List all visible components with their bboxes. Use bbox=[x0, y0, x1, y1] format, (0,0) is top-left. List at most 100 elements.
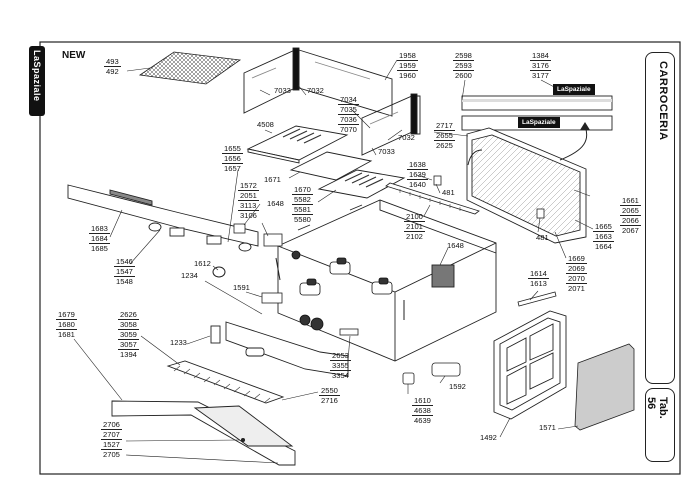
part-number: 1610 bbox=[412, 396, 433, 406]
section-title: CARROCERIA bbox=[657, 61, 669, 141]
part-label-481-bottom: 481 bbox=[534, 233, 551, 242]
part-number: 2067 bbox=[622, 226, 639, 235]
part-number: 1639 bbox=[407, 170, 428, 180]
part-number: 2707 bbox=[101, 430, 122, 440]
part-number: 1960 bbox=[399, 71, 416, 80]
top-vent-plate bbox=[317, 169, 406, 199]
window-1648 bbox=[263, 233, 283, 247]
part-number: 481 bbox=[442, 188, 455, 197]
steam-wand bbox=[275, 257, 405, 320]
brand-logo-vertical: LaSpaziale bbox=[29, 46, 45, 116]
part-number: 1670 bbox=[292, 185, 313, 195]
part-number: 3354 bbox=[332, 371, 349, 380]
part-number: 2070 bbox=[566, 274, 587, 284]
cup-tray-plate bbox=[246, 125, 349, 164]
brew-groups bbox=[291, 250, 393, 331]
part-number: 3177 bbox=[532, 71, 549, 80]
part-number: 1681 bbox=[58, 330, 75, 339]
clip-481-upper bbox=[433, 175, 442, 186]
strip-1614 bbox=[517, 291, 557, 307]
part-number: 2101 bbox=[404, 222, 425, 232]
part-number: 7032 bbox=[307, 86, 324, 95]
part-1592 bbox=[431, 362, 461, 377]
part-label-1648-center: 1648 bbox=[445, 241, 466, 250]
part-number: 2706 bbox=[101, 420, 122, 430]
drip-tray-grid bbox=[166, 360, 285, 404]
part-label-7032-mid: 7032 bbox=[396, 133, 417, 142]
part-number: 1384 bbox=[530, 51, 551, 61]
part-number: 1663 bbox=[593, 232, 614, 242]
part-number: 3059 bbox=[118, 330, 139, 340]
part-number: 493 bbox=[104, 57, 121, 67]
base-drip-tray bbox=[111, 400, 296, 466]
part-number: 1234 bbox=[181, 271, 198, 280]
clip-481-lower bbox=[536, 208, 545, 219]
part-number: 1959 bbox=[397, 61, 418, 71]
part-number: 2550 bbox=[319, 386, 340, 396]
assembly-arrow bbox=[559, 125, 588, 161]
part-number: 2065 bbox=[620, 206, 641, 216]
part-number: 1571 bbox=[539, 423, 556, 432]
part-number: 2705 bbox=[103, 450, 120, 459]
part-label-1492: 1492 bbox=[478, 433, 499, 442]
table-ref-box: Tab. 56 bbox=[645, 388, 675, 462]
new-tag: NEW bbox=[62, 50, 86, 61]
part-number: 1671 bbox=[264, 175, 281, 184]
machine-frame bbox=[277, 199, 497, 362]
part-label-1233: 1233 bbox=[168, 338, 189, 347]
brand-badge-top: LaSpaziale bbox=[553, 84, 595, 95]
part-number: 1612 bbox=[194, 259, 211, 268]
part-number: 2593 bbox=[453, 61, 474, 71]
warmer-plate bbox=[289, 151, 373, 181]
part-number: 1527 bbox=[101, 440, 122, 450]
part-label-7033-top: 7033 bbox=[272, 86, 293, 95]
part-number: 1233 bbox=[170, 338, 187, 347]
part-2653 bbox=[339, 328, 359, 336]
part-number: 7033 bbox=[378, 147, 395, 156]
part-number: 1661 bbox=[620, 196, 641, 206]
part-number: 2100 bbox=[404, 212, 425, 222]
part-number: 2625 bbox=[436, 141, 453, 150]
side-glass-1571 bbox=[574, 343, 635, 431]
table-ref: Tab. 56 bbox=[645, 397, 669, 419]
lower-front-panel bbox=[210, 321, 349, 377]
rear-cover-panel bbox=[466, 127, 587, 244]
foot-1610 bbox=[402, 372, 415, 385]
part-label-1671: 1671 bbox=[262, 175, 283, 184]
part-label-7033-mid: 7033 bbox=[376, 147, 397, 156]
brand-badge-panel: LaSpaziale bbox=[518, 117, 560, 128]
part-number: 1684 bbox=[89, 234, 110, 244]
part-number: 1572 bbox=[238, 181, 259, 191]
part-number: 1640 bbox=[409, 180, 426, 189]
front-control-panel bbox=[67, 184, 259, 252]
part-number: 1669 bbox=[566, 254, 587, 264]
part-number: 2653 bbox=[330, 351, 351, 361]
part-number: 2655 bbox=[434, 131, 455, 141]
section-title-box: CARROCERIA bbox=[645, 52, 675, 384]
part-number: 2071 bbox=[568, 284, 585, 293]
part-label-1648-left: 1648 bbox=[265, 199, 286, 208]
part-number: 2717 bbox=[434, 121, 455, 131]
part-number: 2069 bbox=[566, 264, 587, 274]
part-number: 3058 bbox=[118, 320, 139, 330]
part-number: 1665 bbox=[593, 222, 614, 232]
part-number: 2600 bbox=[455, 71, 472, 80]
part-number: 2598 bbox=[453, 51, 474, 61]
part-number: 5581 bbox=[292, 205, 313, 215]
part-number: 1657 bbox=[224, 164, 241, 173]
part-number: 1648 bbox=[447, 241, 464, 250]
